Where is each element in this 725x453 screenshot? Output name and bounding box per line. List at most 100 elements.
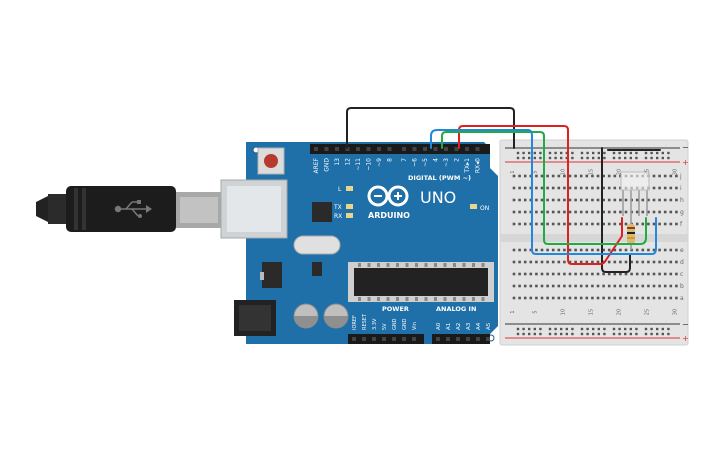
breadboard-hole[interactable] [624,296,628,300]
breadboard-hole[interactable] [540,198,544,202]
breadboard-hole[interactable] [624,210,628,214]
breadboard-hole[interactable] [652,222,656,226]
rail-hole[interactable] [533,332,536,336]
breadboard-hole[interactable] [630,284,633,288]
breadboard-hole[interactable] [596,186,600,190]
breadboard-hole[interactable] [596,260,600,264]
breadboard-hole[interactable] [591,284,594,288]
breadboard-hole[interactable] [641,272,645,276]
breadboard-hole[interactable] [658,284,661,288]
breadboard-hole[interactable] [624,198,628,202]
header-pin[interactable] [433,147,438,151]
rail-hole[interactable] [644,332,648,336]
breadboard-hole[interactable] [579,272,583,276]
breadboard-hole[interactable] [652,260,656,264]
breadboard-hole[interactable] [540,210,544,214]
breadboard-hole[interactable] [635,272,639,276]
breadboard-hole[interactable] [568,186,572,190]
rail-hole[interactable] [618,151,621,155]
breadboard-hole[interactable] [540,174,544,178]
breadboard-hole[interactable] [585,186,589,190]
breadboard-hole[interactable] [568,210,572,214]
rail-hole[interactable] [586,156,589,160]
rail-hole[interactable] [667,151,670,155]
breadboard-hole[interactable] [669,222,673,226]
breadboard-hole[interactable] [607,222,611,226]
rail-hole[interactable] [656,156,659,160]
rail-hole[interactable] [560,332,563,336]
breadboard-hole[interactable] [675,296,678,300]
rail-hole[interactable] [603,327,606,331]
breadboard-hole[interactable] [551,222,555,226]
reset-button[interactable] [257,147,285,175]
rail-hole[interactable] [533,156,536,160]
breadboard-hole[interactable] [557,186,561,190]
breadboard-hole[interactable] [596,272,600,276]
rail-hole[interactable] [635,332,638,336]
breadboard-hole[interactable] [546,296,549,300]
breadboard-hole[interactable] [551,210,555,214]
breadboard-hole[interactable] [579,284,583,288]
breadboard-hole[interactable] [585,198,589,202]
breadboard-hole[interactable] [596,248,600,252]
breadboard-hole[interactable] [635,260,639,264]
rail-hole[interactable] [629,327,632,331]
breadboard-hole[interactable] [619,272,622,276]
breadboard-hole[interactable] [518,198,521,202]
breadboard-hole[interactable] [607,198,611,202]
rail-hole[interactable] [644,327,648,331]
breadboard-hole[interactable] [563,210,566,214]
breadboard-hole[interactable] [546,260,549,264]
breadboard-hole[interactable] [669,296,673,300]
rail-hole[interactable] [586,151,589,155]
breadboard-hole[interactable] [512,296,516,300]
header-pin[interactable] [446,337,450,341]
breadboard-hole[interactable] [523,210,527,214]
breadboard-hole[interactable] [535,260,538,264]
breadboard-hole[interactable] [529,198,533,202]
breadboard-hole[interactable] [663,260,667,264]
rail-hole[interactable] [580,332,584,336]
breadboard-hole[interactable] [624,272,628,276]
breadboard-hole[interactable] [518,296,521,300]
header-pin[interactable] [402,147,406,151]
rail-hole[interactable] [656,332,659,336]
breadboard-hole[interactable] [602,272,605,276]
rail-hole[interactable] [667,327,670,331]
breadboard-hole[interactable] [551,174,555,178]
breadboard-hole[interactable] [574,198,577,202]
breadboard-hole[interactable] [563,260,566,264]
breadboard-hole[interactable] [557,296,561,300]
breadboard-hole[interactable] [607,186,611,190]
breadboard-hole[interactable] [546,174,549,178]
header-pin[interactable] [402,337,406,341]
breadboard-hole[interactable] [529,260,533,264]
breadboard-hole[interactable] [602,210,605,214]
breadboard-hole[interactable] [540,272,544,276]
breadboard-hole[interactable] [579,248,583,252]
breadboard-hole[interactable] [563,284,566,288]
header-pin[interactable] [456,337,460,341]
header-pin[interactable] [335,147,339,151]
breadboard-hole[interactable] [546,198,549,202]
rail-hole[interactable] [539,332,542,336]
breadboard-hole[interactable] [652,248,656,252]
breadboard-hole[interactable] [635,222,639,226]
breadboard-hole[interactable] [591,210,594,214]
breadboard-hole[interactable] [546,210,549,214]
breadboard-hole[interactable] [652,210,656,214]
breadboard-hole[interactable] [652,296,656,300]
breadboard-hole[interactable] [546,222,549,226]
power-jack[interactable] [234,300,276,336]
breadboard-hole[interactable] [563,296,566,300]
breadboard-hole[interactable] [518,272,521,276]
breadboard-hole[interactable] [518,260,521,264]
rail-hole[interactable] [548,327,552,331]
breadboard-hole[interactable] [652,272,656,276]
rail-hole[interactable] [554,332,557,336]
rail-hole[interactable] [618,332,621,336]
breadboard-hole[interactable] [596,198,600,202]
breadboard-hole[interactable] [518,222,521,226]
rail-hole[interactable] [539,327,542,331]
